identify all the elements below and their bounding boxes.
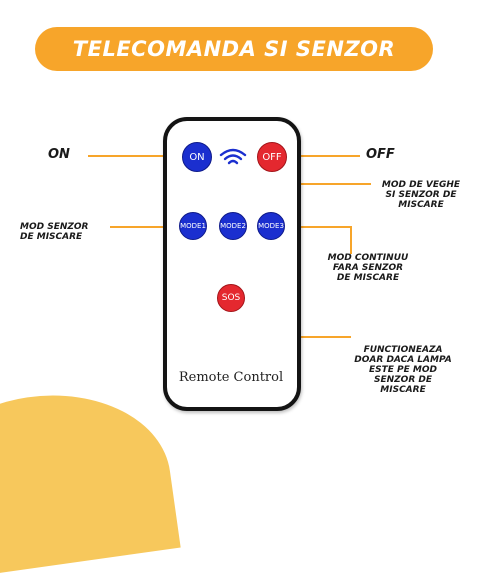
line-mode1 (110, 226, 178, 228)
line-off (288, 155, 360, 157)
off-button[interactable]: OFF (257, 142, 287, 172)
line-mode3-h (286, 226, 352, 228)
line-mode2-h (233, 183, 371, 185)
title-banner: TELECOMANDA SI SENZOR (35, 27, 433, 71)
callout-mode1: MOD SENZOR DE MISCARE (20, 222, 89, 242)
on-button[interactable]: ON (182, 142, 212, 172)
callout-mode2: MOD DE VEGHE SI SENZOR DE MISCARE (381, 180, 461, 210)
line-on (88, 155, 182, 157)
mode2-button[interactable]: MODE2 (219, 212, 247, 240)
mode1-button[interactable]: MODE1 (179, 212, 207, 240)
callout-on: ON (48, 147, 70, 162)
banner-title: TELECOMANDA SI SENZOR (72, 37, 396, 61)
wifi-signal-icon (219, 148, 247, 165)
line-mode3-v (350, 226, 352, 254)
callout-mode3: MOD CONTINUU FARA SENZOR DE MISCARE (327, 253, 409, 283)
remote-brand-label: Remote Control (178, 370, 284, 385)
mode3-button[interactable]: MODE3 (257, 212, 285, 240)
callout-off: OFF (366, 147, 395, 162)
callout-sos: FUNCTIONEAZA DOAR DACA LAMPA ESTE PE MOD… (354, 345, 452, 395)
sos-button[interactable]: SOS (217, 284, 245, 312)
